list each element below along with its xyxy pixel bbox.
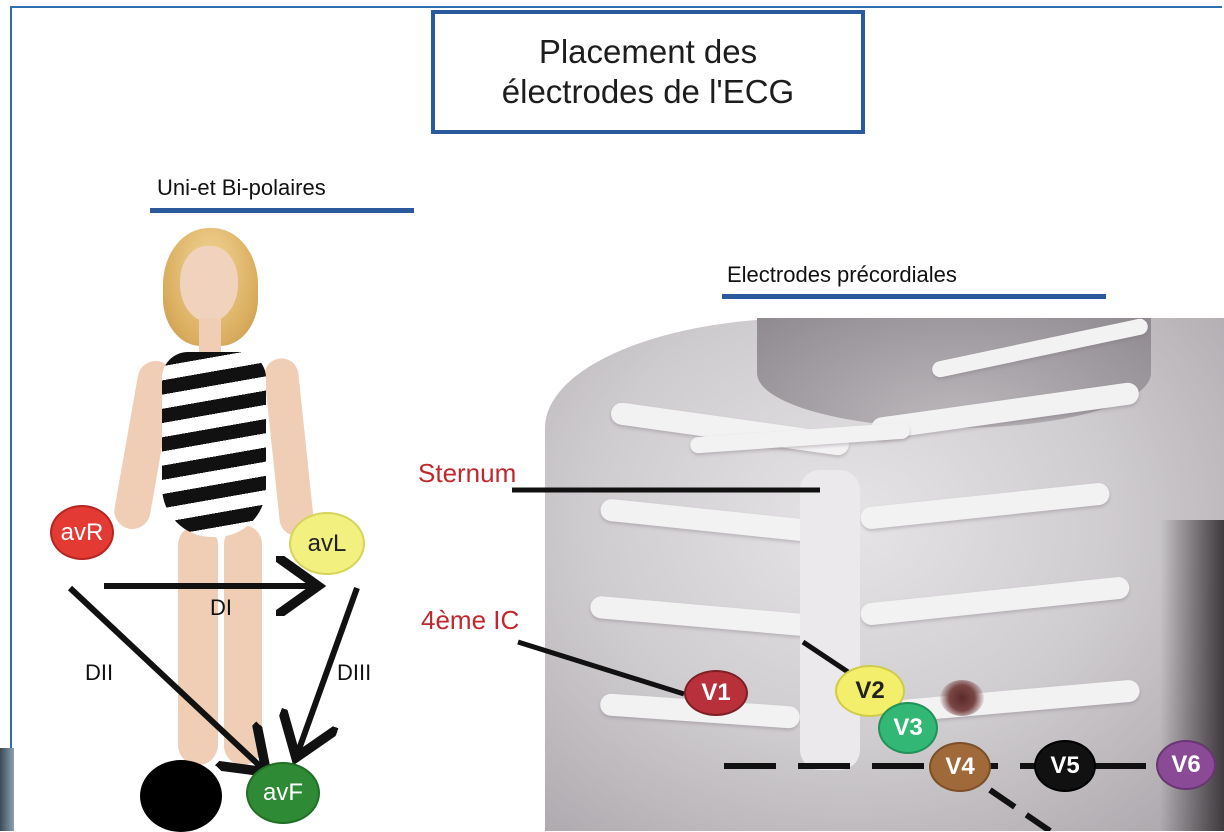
v2-pointer	[803, 642, 848, 672]
electrode-avr-label: avR	[61, 521, 104, 545]
electrode-v4: V4	[929, 742, 991, 792]
electrode-avf: avF	[246, 762, 320, 824]
lead-di-label: DI	[210, 595, 232, 621]
sternum-label: Sternum	[418, 458, 516, 489]
electrode-avl: avL	[289, 512, 365, 575]
electrode-avl-label: avL	[308, 532, 347, 556]
lead-dii-label: DII	[85, 660, 113, 686]
lead-diii-label: DIII	[337, 660, 371, 686]
electrode-v1-label: V1	[701, 681, 730, 705]
electrode-v5-label: V5	[1050, 754, 1079, 778]
electrode-v6: V6	[1156, 740, 1216, 790]
ic-pointer	[518, 642, 684, 694]
electrode-v4-label: V4	[945, 755, 974, 779]
electrode-avr: avR	[50, 505, 114, 560]
electrode-avf-label: avF	[263, 781, 303, 805]
electrode-v1: V1	[684, 670, 748, 716]
electrode-v6-label: V6	[1171, 753, 1200, 777]
ic-label: 4ème IC	[421, 605, 519, 636]
electrode-v2-label: V2	[855, 679, 884, 703]
electrode-v3-label: V3	[893, 716, 922, 740]
electrode-v3: V3	[878, 702, 938, 754]
v4-down-line	[990, 790, 1050, 831]
electrode-ground	[140, 760, 222, 832]
electrode-v5: V5	[1034, 740, 1096, 792]
